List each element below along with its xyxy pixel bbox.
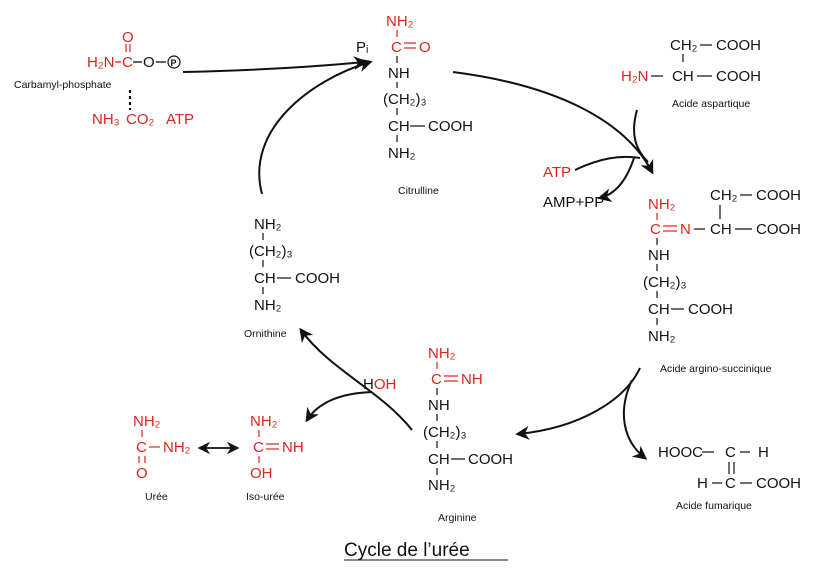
chem-atom-text: NH₂ [386, 13, 414, 30]
argininosuccinate: NH₂ C N CH CH₂ COOH COOH NH (CH₂)₃ CH CO… [643, 187, 801, 375]
citrulline: NH₂ C O NH (CH₂)₃ CH COOH NH₂ Citrulline [383, 13, 473, 197]
chem-atom-text: C [391, 39, 402, 56]
atp-input: ATP [543, 164, 571, 181]
water-label: HOH [363, 376, 396, 393]
ornithine-label: Ornithine [244, 328, 287, 340]
arrow-argsucc-to-arginine [515, 367, 641, 440]
chem-atom-text: OH [250, 465, 273, 482]
carbamyl-c: C [122, 54, 133, 71]
chem-atom-text: H [758, 444, 769, 461]
chem-atom-text: NH [428, 397, 450, 414]
chem-atom-text: O [419, 39, 431, 56]
arrow-amp-out [597, 157, 635, 203]
arrow-carbamyl-to-citrulline [182, 56, 368, 73]
chem-atom-text: C [253, 439, 264, 456]
chem-atom-text: N [680, 221, 691, 238]
chem-atom-text: COOH [428, 118, 473, 135]
chem-atom-text: C [431, 371, 442, 388]
chem-atom-text: COOH [716, 68, 761, 85]
chem-atom-text: CH [388, 118, 410, 135]
chem-atom-text: C [725, 444, 736, 461]
chem-atom-text: CH [648, 301, 670, 318]
chem-atom-text: NH₂ [388, 145, 416, 162]
chem-atom-text: NH [388, 65, 410, 82]
chem-atom-text: NH₂ [648, 328, 676, 345]
arrow-arginine-to-ornithine [299, 327, 413, 431]
chem-atom-text: COOH [756, 475, 801, 492]
isouree-label: Iso-urée [246, 491, 285, 503]
chem-atom-text: HOOC [658, 444, 703, 461]
chem-atom-text: NH₂ [648, 196, 676, 213]
uree-label: Urée [145, 491, 168, 503]
carbamyl-phosphate: H₂N C O O P Carbamyl-phosphate [14, 29, 181, 110]
chem-atom-text: (CH₂)₃ [423, 424, 467, 441]
chem-atom-text: NH₂ [133, 413, 161, 430]
citrulline-label: Citrulline [398, 185, 439, 197]
arrow-ornithine-to-citrulline [258, 58, 373, 195]
chem-atom-text: COOH [688, 301, 733, 318]
chem-atom-text: C [136, 439, 147, 456]
chem-atom-text: (CH₂)₃ [249, 243, 293, 260]
arginine-label: Arginine [438, 512, 477, 524]
chem-atom-text: NH [461, 371, 483, 388]
chem-atom-text: O [136, 465, 148, 482]
amp-pp-output: AMP+PP [543, 194, 604, 211]
carbamyl-h2n: H₂N [87, 54, 115, 71]
chem-atom-text: COOH [756, 187, 801, 204]
chem-atom-text: CH [428, 451, 450, 468]
chem-atom-text: (CH₂)₃ [383, 91, 427, 108]
fumarate: HOOC C H H C COOH Acide fumarique [658, 444, 801, 512]
arrow-argsucc-to-fumarate [622, 379, 648, 460]
chem-atom-text: C [725, 475, 736, 492]
chem-atom-text: COOH [756, 221, 801, 238]
chem-atom-text: NH₂ [254, 216, 282, 233]
chem-atom-text: NH₂ [428, 345, 456, 362]
arrow-atp-in [574, 155, 641, 171]
chem-atom-text: H₂N [621, 68, 649, 85]
arginine: NH₂ C NH NH (CH₂)₃ CH COOH NH₂ Arginine [423, 345, 513, 524]
arrow-to-isouree [305, 391, 373, 423]
chem-atom-text: HOH [363, 376, 396, 393]
chem-atom-text: CH [672, 68, 694, 85]
argininosuccinate-label: Acide argino-succinique [660, 363, 772, 375]
chem-atom-text: COOH [716, 37, 761, 54]
chem-atom-text: CH [710, 221, 732, 238]
chem-atom-text: NH₂ [250, 413, 278, 430]
chem-atom-text: NH₂ [163, 439, 191, 456]
precursor-nh3: NH₃ [92, 111, 120, 128]
chem-atom-text: C [650, 221, 661, 238]
arrow-aspartate-join [633, 109, 649, 163]
chem-atom-text: CH₂ [710, 187, 738, 204]
aspartate: CH₂ COOH H₂N CH COOH Acide aspartique [621, 37, 761, 110]
chem-atom-text: (CH₂)₃ [643, 274, 687, 291]
chem-atom-text: NH [282, 439, 304, 456]
carbamyl-o: O [143, 54, 155, 71]
chem-atom-text: CH₂ [670, 37, 698, 54]
uree: NH₂ C NH₂ O Urée [133, 413, 191, 503]
fumarate-label: Acide fumarique [676, 500, 752, 512]
aspartate-label: Acide aspartique [672, 98, 750, 110]
chem-atom-text: COOH [468, 451, 513, 468]
phosphate-circle-icon [167, 55, 181, 69]
diagram-title: Cycle de l’urée [344, 540, 470, 561]
precursors: NH₃ CO₂ ATP [92, 111, 194, 128]
chem-atom-text: CH [254, 270, 276, 287]
iso-uree: NH₂ C NH OH Iso-urée [246, 413, 304, 503]
chem-atom-text: H [697, 475, 708, 492]
precursor-atp: ATP [166, 111, 194, 128]
chem-atom-text: NH₂ [428, 477, 456, 494]
precursor-co2: CO₂ [126, 111, 155, 128]
pi-label: Pᵢ [356, 39, 368, 56]
carbamyl-label: Carbamyl-phosphate [14, 79, 112, 91]
carbamyl-o-double: O [122, 29, 134, 46]
carbamyl-p: P [171, 58, 177, 68]
ornithine: NH₂ (CH₂)₃ CH COOH NH₂ Ornithine [244, 216, 340, 340]
reaction-arrows [182, 56, 654, 460]
chem-atom-text: NH [648, 247, 670, 264]
chem-atom-text: NH₂ [254, 297, 282, 314]
chem-atom-text: COOH [295, 270, 340, 287]
